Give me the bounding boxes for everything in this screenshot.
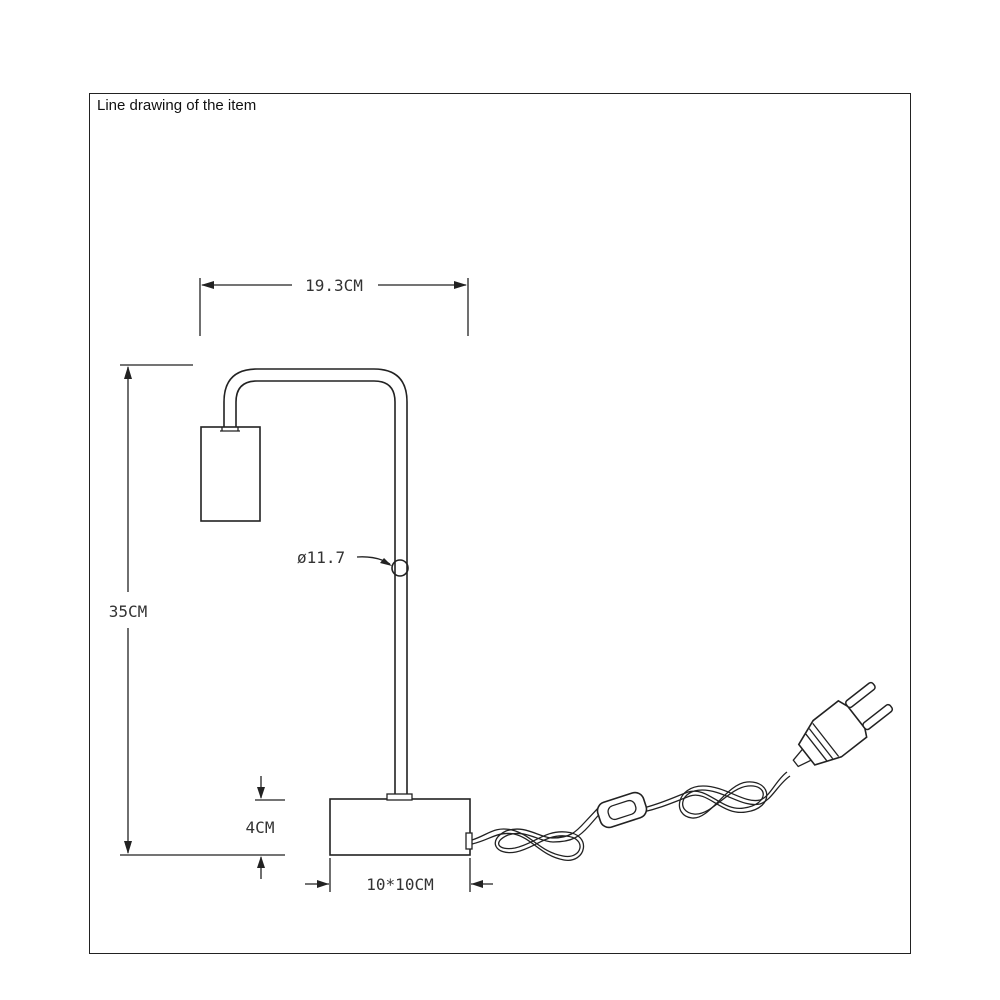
drawing-frame <box>89 93 911 954</box>
dimension-base-height: 4CM <box>246 776 285 879</box>
dimension-tube-diameter: ø11.7 <box>297 548 409 577</box>
dimension-base-size-label: 10*10CM <box>366 875 433 894</box>
dimension-base-height-label: 4CM <box>246 818 275 837</box>
dimension-width-label: 19.3CM <box>305 276 363 295</box>
power-cord <box>471 771 791 861</box>
dimension-diameter-label: ø11.7 <box>297 548 345 567</box>
dimension-base-size: 10*10CM <box>305 858 493 894</box>
lamp-arm <box>223 368 408 797</box>
lamp-socket <box>200 426 261 522</box>
dimension-height-total: 35CM <box>109 364 285 856</box>
lamp-base <box>329 793 473 856</box>
power-plug <box>792 681 894 768</box>
tube-cross-section <box>391 559 409 577</box>
inline-switch <box>596 791 648 829</box>
dimension-height-label: 35CM <box>109 602 148 621</box>
drawing-caption: Line drawing of the item <box>97 97 257 114</box>
dimension-width-top: 19.3CM <box>199 276 469 336</box>
